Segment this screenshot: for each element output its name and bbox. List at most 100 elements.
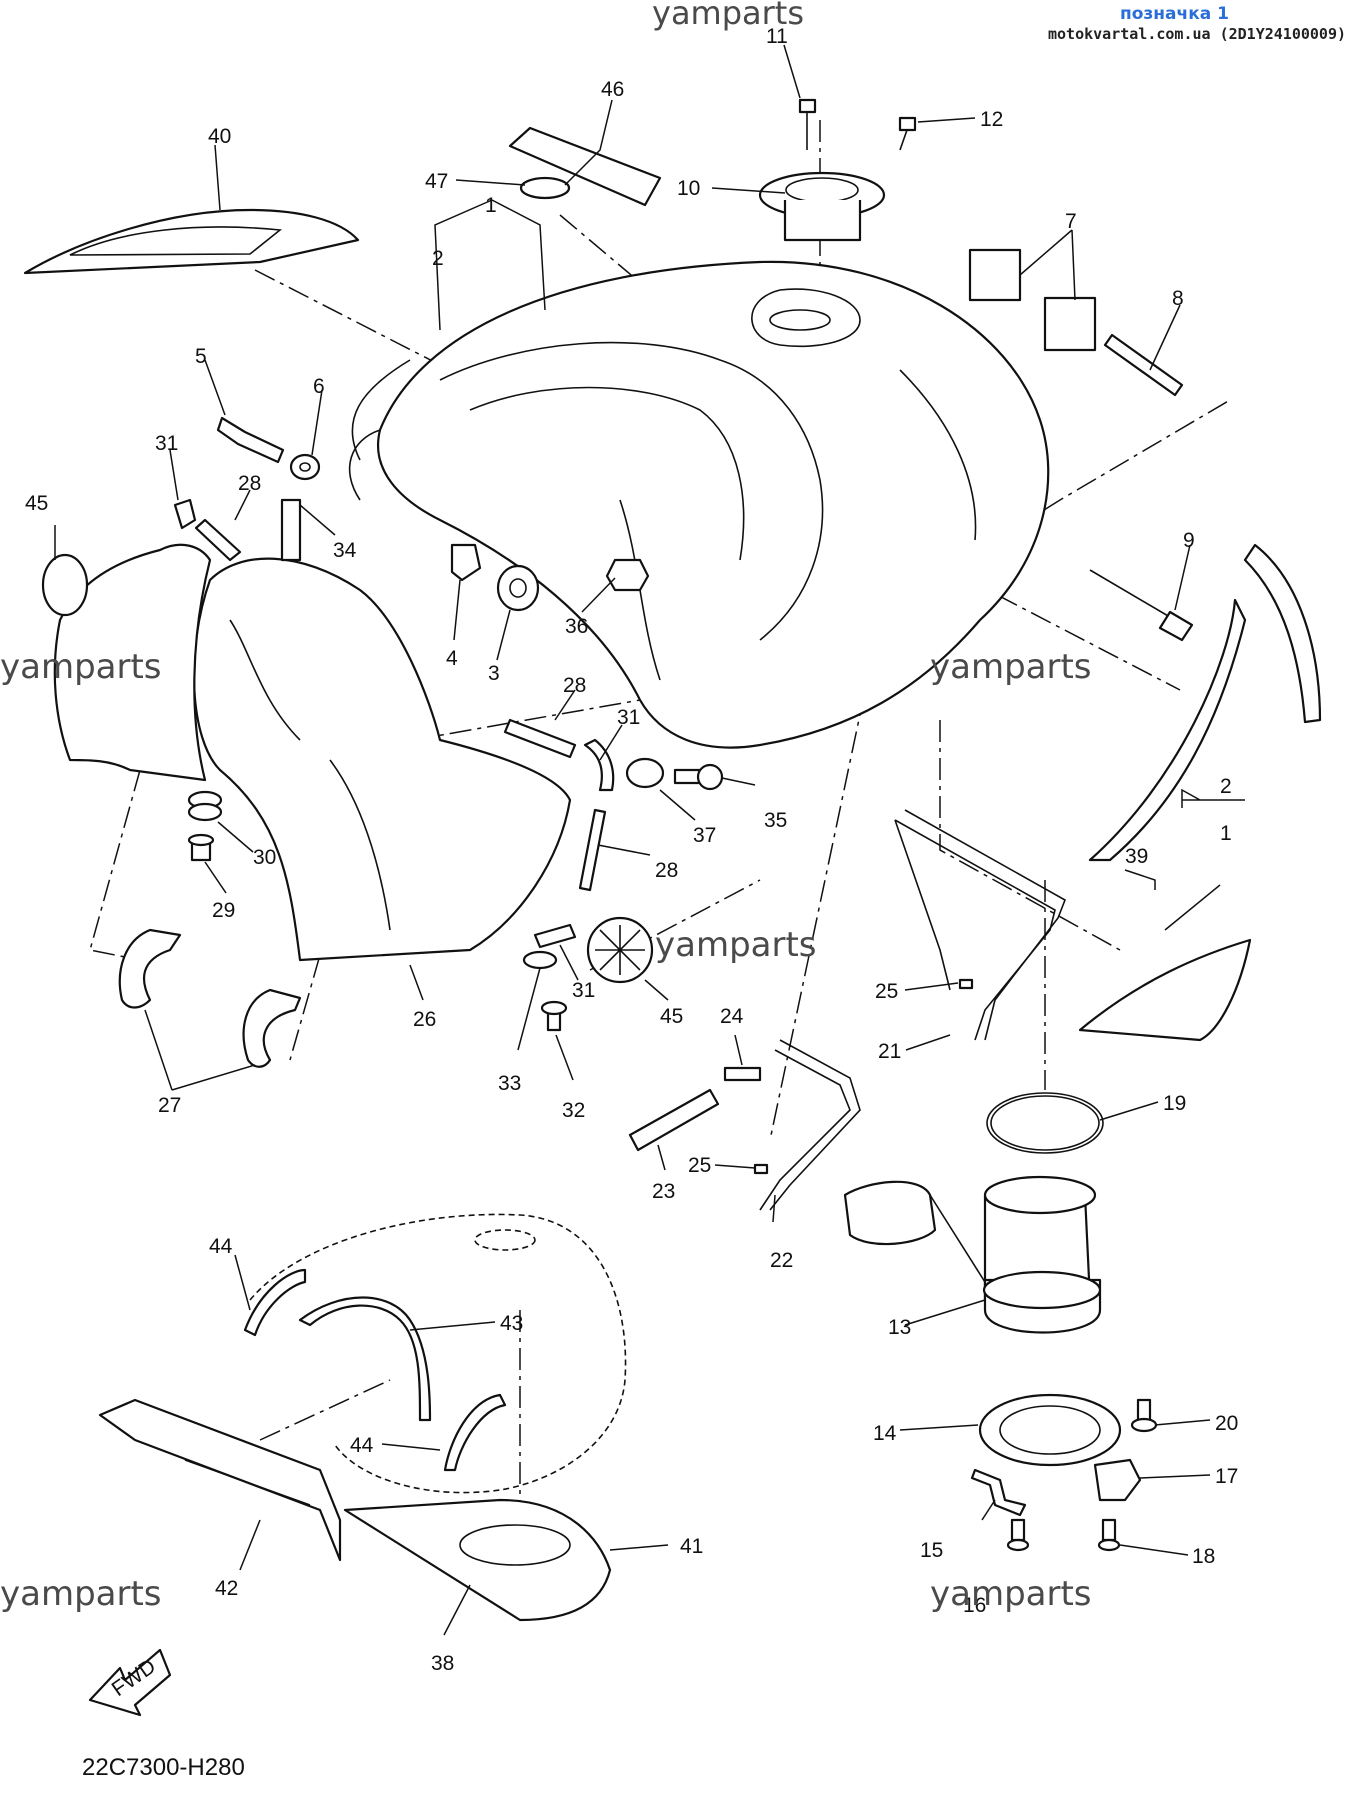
callout-34: 34 xyxy=(333,539,357,562)
callout-42: 42 xyxy=(215,1577,238,1600)
collar-29 xyxy=(187,833,215,862)
clip-27 xyxy=(118,928,302,1068)
part-mark-link[interactable]: позначка 1 xyxy=(1120,4,1229,24)
heat-shield-41 xyxy=(343,1498,612,1622)
callout-31c: 31 xyxy=(572,979,595,1002)
callout-19: 19 xyxy=(1163,1092,1186,1115)
callout-47: 47 xyxy=(425,170,448,193)
hose-21 xyxy=(894,809,1066,1041)
callout-25b: 25 xyxy=(688,1154,711,1177)
callout-9: 9 xyxy=(1183,529,1195,552)
callout-31a: 31 xyxy=(155,432,178,455)
leader-lines xyxy=(54,44,1245,1636)
trim-strip-44 xyxy=(243,1268,507,1472)
damper-28 xyxy=(194,518,607,892)
cap-45 xyxy=(41,553,654,984)
callout-13: 13 xyxy=(888,1316,911,1339)
callout-8: 8 xyxy=(1172,287,1184,310)
screw-16 xyxy=(1006,1518,1030,1552)
o-ring-19 xyxy=(986,1092,1104,1154)
callout-45a: 45 xyxy=(25,492,48,515)
callout-24: 24 xyxy=(720,1005,744,1028)
decal-46 xyxy=(508,126,662,207)
callout-26: 26 xyxy=(413,1008,436,1031)
gasket-plate-14 xyxy=(978,1393,1122,1467)
side-cover-26 xyxy=(192,557,572,962)
callout-31b: 31 xyxy=(617,706,640,729)
callout-35: 35 xyxy=(764,809,787,832)
callout-1a: 1 xyxy=(485,194,497,217)
diagram-code: 22C7300-H280 xyxy=(82,1754,245,1781)
damper-7 xyxy=(968,248,1097,352)
clip-25 xyxy=(753,978,974,1175)
callout-32: 32 xyxy=(562,1099,585,1122)
bolt-11 xyxy=(798,98,817,150)
hook-31 xyxy=(173,498,615,949)
callout-39: 39 xyxy=(1125,845,1148,868)
nut-36 xyxy=(605,558,650,592)
lower-tank-outline xyxy=(249,1213,627,1494)
joint-24 xyxy=(723,1066,762,1082)
bolt-9 xyxy=(1089,569,1194,642)
bracket-15 xyxy=(970,1468,1027,1517)
bracket-4 xyxy=(450,543,482,582)
washer-6 xyxy=(289,453,321,481)
callout-16: 16 xyxy=(963,1594,986,1617)
callout-40: 40 xyxy=(208,125,231,148)
callout-17: 17 xyxy=(1215,1465,1238,1488)
seal-47 xyxy=(519,176,571,200)
bolt-34 xyxy=(280,498,302,562)
fuel-cap-10 xyxy=(758,171,886,242)
fwd-arrow-icon: FWD xyxy=(88,1648,172,1717)
callout-33: 33 xyxy=(498,1072,521,1095)
callout-1b: 1 xyxy=(1220,822,1232,845)
callout-44a: 44 xyxy=(209,1235,233,1258)
watermark-left-lower: yamparts xyxy=(0,1574,162,1614)
callout-22: 22 xyxy=(770,1249,793,1272)
callout-28a: 28 xyxy=(238,472,261,495)
callout-5: 5 xyxy=(195,345,207,368)
washer-33 xyxy=(522,950,558,970)
callout-21: 21 xyxy=(878,1040,901,1063)
callout-4: 4 xyxy=(446,647,458,670)
callout-37: 37 xyxy=(693,824,716,847)
screw-18 xyxy=(1097,1518,1121,1552)
callout-38: 38 xyxy=(431,1652,454,1675)
grommet-30 xyxy=(187,790,223,822)
callout-43: 43 xyxy=(500,1312,523,1335)
collar-3 xyxy=(496,564,540,612)
watermarks: yamparts yamparts yamparts yamparts yamp… xyxy=(0,647,1092,1614)
callout-2a: 2 xyxy=(432,247,444,270)
callout-labels: 1 2 2 1 3 4 5 6 7 8 9 10 11 12 13 14 15 … xyxy=(25,25,1238,1675)
watermark-center: yamparts xyxy=(655,925,817,965)
callout-3: 3 xyxy=(488,662,500,685)
clamp-17 xyxy=(1093,1458,1142,1502)
callout-44b: 44 xyxy=(350,1434,374,1457)
callout-18: 18 xyxy=(1192,1545,1215,1568)
bolt-12 xyxy=(898,116,917,151)
callout-10: 10 xyxy=(677,177,700,200)
watermark-top: yamparts xyxy=(652,0,805,32)
callout-30: 30 xyxy=(253,846,276,869)
screw-32 xyxy=(540,1000,568,1032)
callout-7: 7 xyxy=(1065,210,1077,233)
callout-29: 29 xyxy=(212,899,235,922)
screw-35 xyxy=(673,763,724,791)
callout-25a: 25 xyxy=(875,980,898,1003)
fuel-pump-13 xyxy=(843,1175,1102,1334)
pin-8 xyxy=(1103,333,1184,397)
trim-strip-right xyxy=(1088,543,1322,862)
callout-28b: 28 xyxy=(563,674,586,697)
hose-22 xyxy=(759,1039,861,1211)
trim-strip-43 xyxy=(298,1296,432,1422)
callout-28c: 28 xyxy=(655,859,678,882)
bolt-20 xyxy=(1130,1398,1158,1433)
callout-11: 11 xyxy=(766,25,788,48)
watermark-right-upper: yamparts xyxy=(930,647,1092,687)
callout-15: 15 xyxy=(920,1539,943,1562)
callout-27: 27 xyxy=(158,1094,181,1117)
callout-20: 20 xyxy=(1215,1412,1238,1435)
watermark-left-upper: yamparts xyxy=(0,647,162,687)
callout-12: 12 xyxy=(980,108,1003,131)
